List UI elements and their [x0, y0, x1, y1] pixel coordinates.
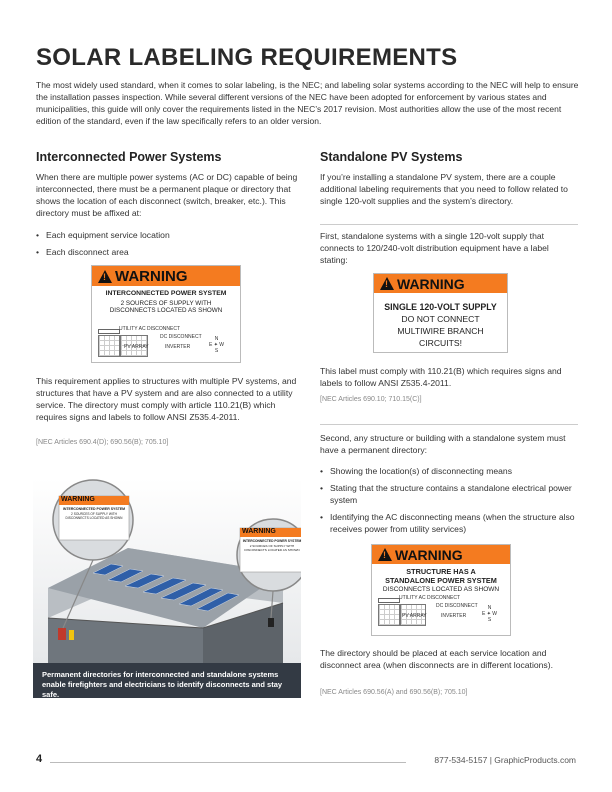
warning-triangle-icon: [380, 277, 394, 290]
standalone-second: Second, any structure or building with a…: [320, 433, 566, 455]
standalone-citation-1: [NEC Articles 690.10; 710.15(C)]: [320, 396, 422, 403]
solar-building-image: [33, 478, 310, 663]
list-item: Stating that the structure contains a st…: [320, 482, 578, 506]
heading-interconnected: Interconnected Power Systems: [36, 150, 222, 164]
page-title: SOLAR LABELING REQUIREMENTS: [36, 44, 458, 71]
heading-standalone: Standalone PV Systems: [320, 150, 463, 164]
footer-rule: [50, 762, 406, 763]
warning-header: WARNING: [372, 545, 510, 564]
callout-warning-1: WARNING: [61, 496, 95, 503]
standalone-citation-2: [NEC Articles 690.56(A) and 690.56(B); 7…: [320, 689, 468, 696]
list-item: Showing the location(s) of disconnecting…: [320, 465, 578, 477]
list-item: Identifying the AC disconnecting means (…: [320, 511, 578, 535]
divider: [320, 424, 578, 425]
list-item: Each disconnect area: [36, 246, 298, 258]
illustration-caption: Permanent directories for interconnected…: [33, 663, 301, 699]
standalone-warning-label: WARNING STRUCTURE HAS A STANDALONE POWER…: [371, 544, 511, 636]
warning-header: WARNING: [92, 266, 240, 286]
interconnected-bullets: Each equipment service location Each dis…: [36, 229, 298, 263]
warning-triangle-icon: [98, 269, 112, 283]
warning-header: WARNING: [374, 274, 507, 293]
pv-array-diagram: [98, 335, 120, 357]
list-item: Each equipment service location: [36, 229, 298, 241]
standalone-first: First, standalone systems with a single …: [320, 231, 549, 265]
callout-warning-2: WARNING: [242, 528, 276, 535]
warning-triangle-icon: [378, 548, 392, 561]
standalone-label-compliance: This label must comply with 110.21(B) wh…: [320, 366, 562, 388]
interconnected-warning-label: WARNING INTERCONNECTED POWER SYSTEM 2 SO…: [91, 265, 241, 363]
standalone-bullets: Showing the location(s) of disconnecting…: [320, 465, 578, 540]
interconnected-intro: When there are multiple power systems (A…: [36, 172, 298, 218]
utility-box: [98, 329, 120, 334]
standalone-placement: The directory should be placed at each s…: [320, 648, 553, 670]
compass-icon: N E ✦ W S: [209, 336, 225, 354]
interconnected-requirement: This requirement applies to structures w…: [36, 376, 297, 422]
standalone-intro: If you’re installing a standalone PV sys…: [320, 172, 568, 206]
utility-box: [378, 598, 400, 603]
single-120v-warning-label: WARNING SINGLE 120-VOLT SUPPLY DO NOT CO…: [373, 273, 508, 353]
compass-icon: N E ✦ W S: [482, 605, 498, 623]
footer-contact: 877-534-5157 | GraphicProducts.com: [434, 755, 576, 765]
interconnected-citation: [NEC Articles 690.4(D); 690.56(B); 705.1…: [36, 439, 169, 446]
intro-paragraph: The most widely used standard, when it c…: [36, 80, 579, 126]
pv-array-diagram: [378, 604, 400, 626]
building-illustration: WARNING INTERCONNECTED POWER SYSTEM 2 SO…: [33, 478, 310, 698]
page-number: 4: [36, 753, 43, 765]
divider: [320, 224, 578, 225]
